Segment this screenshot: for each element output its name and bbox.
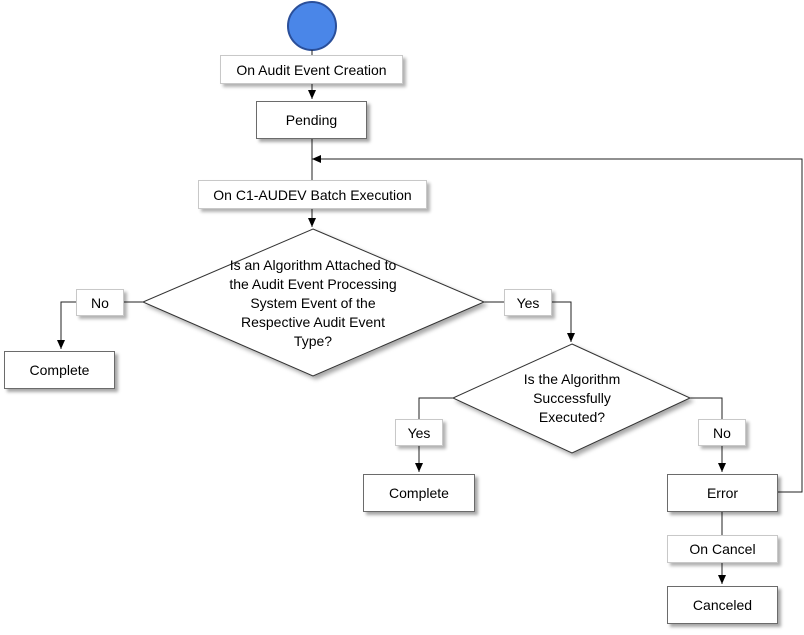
transition-on-batch-execution: On C1-AUDEV Batch Execution [198, 180, 427, 209]
branch-label-yes-left: Yes [395, 419, 443, 446]
start-node [287, 1, 337, 51]
branch-label-no-right: No [698, 419, 746, 446]
decision-algorithm-executed-shape [451, 343, 692, 454]
state-error: Error [667, 474, 778, 512]
state-pending: Pending [256, 101, 367, 139]
decision-algorithm-executed-text: Is the Algorithm Successfully Executed? [523, 371, 621, 425]
decision-algorithm-attached-shape [141, 228, 486, 377]
branch-label-no-left: No [76, 289, 124, 316]
state-canceled: Canceled [667, 586, 778, 624]
connector-decision2-no [690, 397, 726, 472]
connector-error-retry-loop [312, 155, 803, 493]
decision-algorithm-attached-text: Is an Algorithm Attached to the Audit Ev… [229, 257, 397, 349]
state-complete-no-algorithm: Complete [4, 351, 115, 389]
connector-decision2-yes [415, 397, 453, 472]
transition-on-audit-event-creation: On Audit Event Creation [220, 55, 403, 84]
branch-label-yes-right: Yes [504, 289, 552, 316]
state-complete-executed: Complete [363, 474, 475, 512]
transition-on-cancel: On Cancel [667, 535, 778, 563]
